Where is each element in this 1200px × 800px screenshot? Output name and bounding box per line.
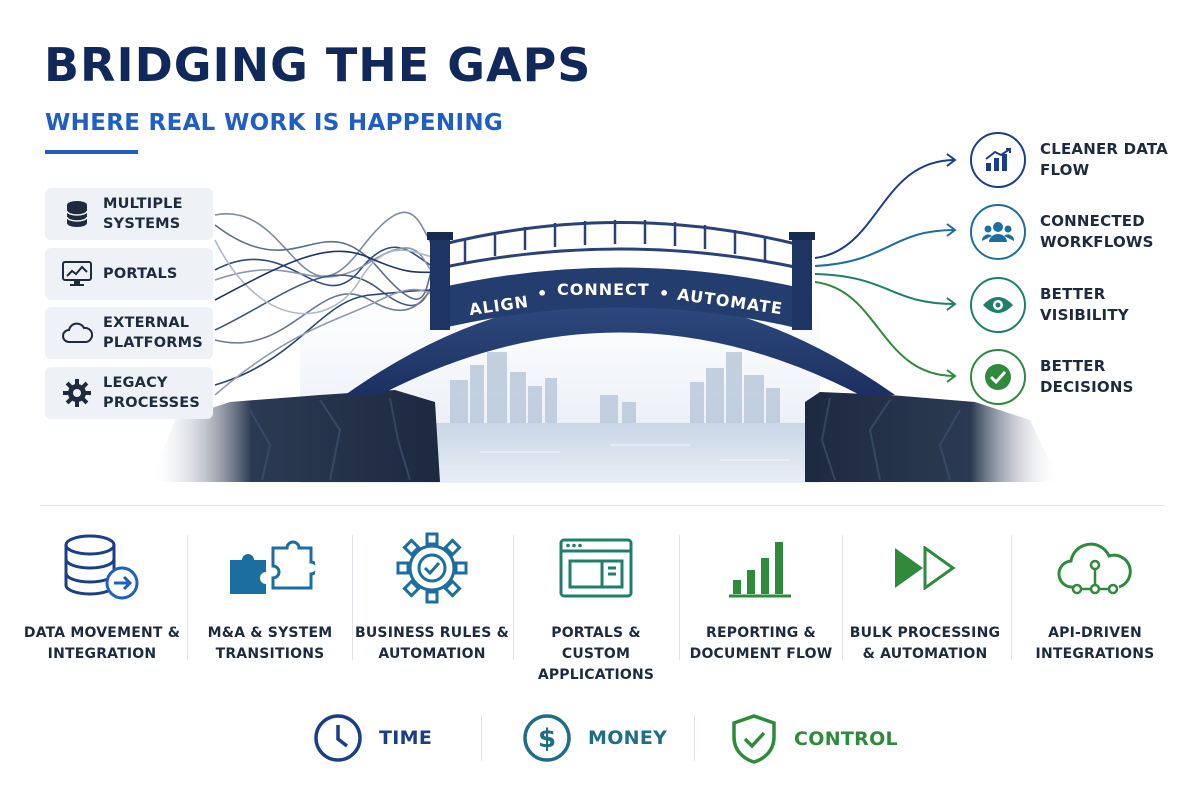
service-separator xyxy=(352,535,353,660)
check-icon xyxy=(970,349,1026,405)
service-reporting: REPORTING & DOCUMENT FLOW xyxy=(681,530,841,665)
page-title: BRIDGING THE GAPS xyxy=(44,38,592,92)
service-separator xyxy=(679,535,680,660)
service-separator xyxy=(1011,535,1012,660)
value-control: CONTROL xyxy=(730,713,898,765)
bridge-word-connect: CONNECT xyxy=(557,280,650,299)
subtitle-underline xyxy=(45,150,138,154)
bridge-text: ALIGN • CONNECT • AUTOMATE xyxy=(455,280,785,322)
gear-icon xyxy=(57,378,97,408)
shield-check-icon xyxy=(732,714,776,764)
gear-check-icon xyxy=(352,530,512,605)
source-portals: PORTALS xyxy=(45,248,213,300)
clock-icon xyxy=(314,714,362,762)
service-label: REPORTING & DOCUMENT FLOW xyxy=(689,625,833,662)
output-connectors xyxy=(814,159,956,377)
bridge-railing xyxy=(439,221,801,270)
outcome-label: CLEANER DATA FLOW xyxy=(1040,140,1168,179)
svg-text:$: $ xyxy=(538,724,556,754)
bridge-deck xyxy=(345,297,895,395)
service-label: M&A & SYSTEM TRANSITIONS xyxy=(207,625,333,662)
source-label: MULTIPLE SYSTEMS xyxy=(103,196,183,232)
cloud-icon xyxy=(57,322,97,344)
bridge-separator: • xyxy=(537,284,548,303)
outcome-connected-workflows: CONNECTED WORKFLOWS xyxy=(970,204,1190,260)
bridge-illustration xyxy=(150,153,1060,483)
right-cliff xyxy=(805,392,1060,482)
value-label: MONEY xyxy=(588,727,668,749)
service-api: API-DRIVEN INTEGRATIONS xyxy=(1015,530,1175,665)
service-mna: M&A & SYSTEM TRANSITIONS xyxy=(190,530,350,665)
service-data-movement: DATA MOVEMENT & INTEGRATION xyxy=(22,530,182,665)
value-label: TIME xyxy=(379,727,433,749)
source-external-platforms: EXTERNAL PLATFORMS xyxy=(45,307,213,359)
chart-icon xyxy=(970,132,1026,188)
value-money: $ MONEY xyxy=(522,713,667,763)
outcome-label: CONNECTED WORKFLOWS xyxy=(1040,212,1154,251)
railing-posts xyxy=(463,220,767,262)
browser-window-icon xyxy=(516,530,676,605)
service-label: BULK PROCESSING & AUTOMATION xyxy=(849,625,1001,662)
source-multiple-systems: MULTIPLE SYSTEMS xyxy=(45,188,213,240)
service-portals-custom: PORTALS & CUSTOM APPLICATIONS xyxy=(516,530,676,686)
value-time: TIME xyxy=(313,713,432,763)
page-subtitle: WHERE REAL WORK IS HAPPENING xyxy=(45,110,504,136)
source-label: PORTALS xyxy=(103,266,178,282)
database-icon xyxy=(57,200,97,228)
eye-icon xyxy=(970,277,1026,333)
tangled-connectors xyxy=(214,211,441,396)
bar-chart-icon xyxy=(681,530,841,605)
outcome-cleaner-data-flow: CLEANER DATA FLOW xyxy=(970,132,1190,188)
value-label: CONTROL xyxy=(794,728,898,750)
outcome-better-visibility: BETTER VISIBILITY xyxy=(970,277,1190,333)
bridge-word-automate: AUTOMATE xyxy=(676,284,785,319)
service-label: BUSINESS RULES & AUTOMATION xyxy=(354,625,510,662)
service-separator xyxy=(513,535,514,660)
source-label: EXTERNAL PLATFORMS xyxy=(103,315,203,351)
outcome-label: BETTER DECISIONS xyxy=(1040,357,1134,396)
service-label: DATA MOVEMENT & INTEGRATION xyxy=(23,625,181,662)
service-label: PORTALS & CUSTOM APPLICATIONS xyxy=(537,625,655,683)
right-tower xyxy=(792,235,812,330)
city-skyline xyxy=(450,352,780,425)
value-separator xyxy=(694,715,695,761)
bridge-band xyxy=(430,267,810,330)
service-separator xyxy=(187,535,188,660)
service-label: API-DRIVEN INTEGRATIONS xyxy=(1035,625,1155,662)
team-icon xyxy=(970,204,1026,260)
fast-forward-icon xyxy=(845,530,1005,605)
source-label: LEGACY PROCESSES xyxy=(103,375,201,411)
left-cliff xyxy=(150,390,440,482)
left-tower xyxy=(430,235,450,330)
bridge-word-align: ALIGN xyxy=(467,291,531,320)
outcome-label: BETTER VISIBILITY xyxy=(1040,285,1129,324)
value-separator xyxy=(481,715,482,761)
service-separator xyxy=(842,535,843,660)
cloud-network-icon xyxy=(1015,530,1175,605)
service-bulk-processing: BULK PROCESSING & AUTOMATION xyxy=(845,530,1005,665)
database-arrow-icon xyxy=(22,530,182,605)
monitor-icon xyxy=(57,261,97,287)
section-divider xyxy=(40,505,1165,506)
puzzle-icon xyxy=(190,530,350,605)
bridge-separator: • xyxy=(659,284,670,303)
source-legacy-processes: LEGACY PROCESSES xyxy=(45,367,213,419)
service-business-rules: BUSINESS RULES & AUTOMATION xyxy=(352,530,512,665)
dollar-icon: $ xyxy=(523,714,571,762)
outcome-better-decisions: BETTER DECISIONS xyxy=(970,349,1190,405)
